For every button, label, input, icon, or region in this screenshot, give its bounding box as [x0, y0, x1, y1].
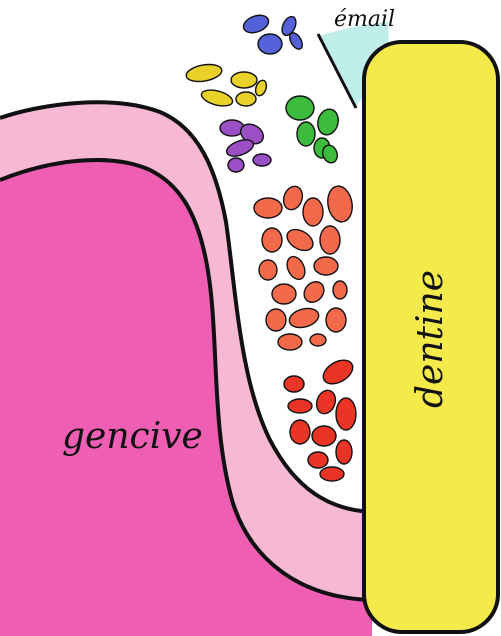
- orange-bacterium: [254, 198, 282, 218]
- bacteria-blue-cluster: [241, 12, 305, 54]
- blue-bacterium: [258, 34, 282, 54]
- bacteria-yellow-cluster: [185, 62, 269, 109]
- bacteria-purple-cluster: [220, 120, 271, 172]
- green-bacterium: [315, 107, 341, 137]
- red-bacterium: [336, 398, 356, 430]
- label-gencive: gencive: [62, 416, 203, 457]
- red-bacterium: [290, 420, 310, 444]
- orange-bacterium: [266, 309, 286, 331]
- blue-bacterium: [241, 12, 271, 36]
- orange-bacterium: [314, 257, 338, 275]
- red-bacterium: [320, 467, 344, 481]
- red-bacterium: [288, 399, 312, 413]
- orange-bacterium: [333, 281, 347, 299]
- orange-bacterium: [278, 334, 302, 350]
- red-bacterium: [308, 452, 328, 468]
- orange-bacterium: [326, 308, 346, 332]
- yellow-bacterium: [231, 72, 257, 88]
- orange-bacterium: [280, 184, 305, 213]
- orange-bacterium: [325, 184, 355, 224]
- orange-bacterium: [310, 334, 326, 346]
- purple-bacterium: [228, 158, 244, 172]
- red-bacterium: [284, 376, 304, 392]
- orange-bacterium: [303, 198, 323, 226]
- orange-bacterium: [320, 226, 340, 254]
- green-bacterium: [297, 122, 315, 146]
- red-bacterium: [313, 388, 338, 417]
- label-dentine: dentine: [410, 270, 451, 408]
- orange-bacterium: [287, 305, 321, 330]
- red-bacterium: [336, 440, 352, 464]
- red-bacterium: [312, 426, 336, 446]
- yellow-bacterium: [236, 92, 256, 106]
- yellow-bacterium: [185, 62, 223, 84]
- label-email: émail: [334, 7, 395, 32]
- orange-bacterium: [284, 254, 309, 283]
- orange-bacterium: [272, 284, 296, 304]
- purple-bacterium: [253, 154, 271, 166]
- orange-bacterium: [300, 278, 328, 306]
- orange-bacterium: [283, 225, 316, 255]
- orange-bacterium: [262, 228, 282, 252]
- bacteria-orange-cluster: [254, 184, 355, 350]
- red-bacterium: [319, 355, 357, 388]
- orange-bacterium: [259, 260, 277, 280]
- yellow-bacterium: [200, 87, 235, 109]
- bacteria-red-cluster: [284, 355, 357, 481]
- bacteria-green-cluster: [286, 96, 341, 165]
- green-bacterium: [286, 96, 314, 120]
